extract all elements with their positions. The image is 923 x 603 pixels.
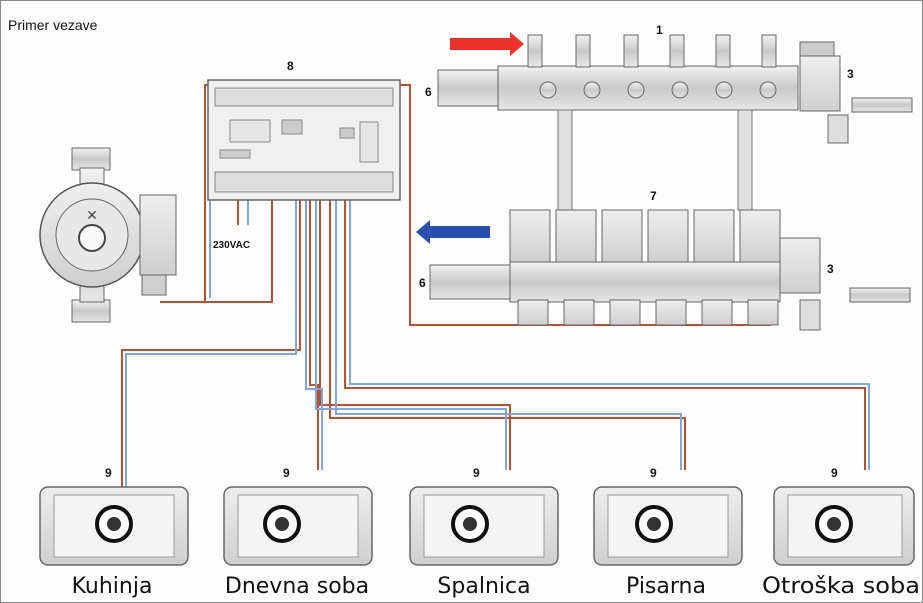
label-thermostat-dnevna-soba: 9 xyxy=(283,466,290,480)
thermostat-wires xyxy=(121,195,870,488)
circulation-pump: ✕ xyxy=(39,147,177,323)
label-valve-bottom: 3 xyxy=(827,262,834,276)
voltage-label: 230VAC xyxy=(213,240,250,251)
label-thermostat-otroska-soba: 9 xyxy=(831,466,838,480)
label-thermostat-spalnica: 9 xyxy=(473,466,480,480)
controller-unit xyxy=(207,79,401,201)
return-manifold xyxy=(416,220,911,331)
label-valve-top: 3 xyxy=(847,67,854,81)
label-thermostat-kuhinja: 9 xyxy=(105,466,112,480)
svg-text:✕: ✕ xyxy=(86,208,98,224)
label-controller: 8 xyxy=(287,59,294,73)
diagram-title: Primer vezave xyxy=(8,17,98,33)
actuators xyxy=(509,209,781,326)
thermostat-dnevna-soba xyxy=(223,486,373,566)
thermostat-spalnica xyxy=(409,486,559,566)
supply-arrow xyxy=(450,38,510,50)
label-supply-manifold: 1 xyxy=(656,23,663,37)
room-name-pisarna: Pisarna xyxy=(626,574,706,599)
label-ball-valve-top: 6 xyxy=(425,85,432,99)
room-name-dnevna-soba: Dnevna soba xyxy=(225,574,369,599)
room-name-otroska-soba: Otroška soba xyxy=(762,574,920,599)
manifold-outlets-top xyxy=(527,34,777,99)
room-name-kuhinja: Kuhinja xyxy=(72,574,153,599)
thermostat-otroska-soba xyxy=(773,486,915,566)
thermostat-pisarna xyxy=(593,486,743,566)
return-arrow xyxy=(430,226,490,238)
room-name-spalnica: Spalnica xyxy=(437,574,530,599)
label-thermostat-pisarna: 9 xyxy=(650,466,657,480)
supply-manifold xyxy=(437,32,913,144)
label-ball-valve-bottom: 6 xyxy=(419,276,426,290)
label-actuators: 7 xyxy=(650,189,657,203)
thermostat-kuhinja xyxy=(39,486,189,566)
